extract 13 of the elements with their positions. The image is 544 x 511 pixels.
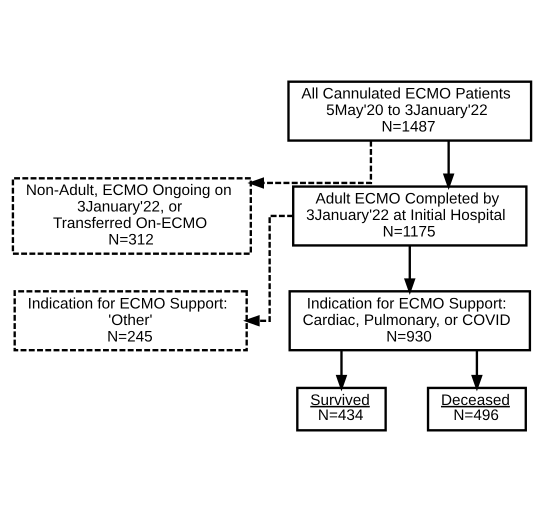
node-box: All Cannulated ECMO Patients 5May'20 to 3January'22 N=1487 xyxy=(287,80,532,142)
arrow xyxy=(247,140,372,188)
arrow xyxy=(471,350,483,391)
node-box: Indication for ECMO Support: Cardiac, Pulmonary, or COVID N=930 xyxy=(288,290,532,351)
arrow xyxy=(404,245,416,294)
node-box: Adult ECMO Completed by 3January'22 at Initial Hospital N=1175 xyxy=(292,184,528,246)
node-box: Survived N=434 xyxy=(296,386,387,431)
node-box: Deceased N=496 xyxy=(426,386,527,431)
node-box: Indication for ECMO Support: 'Other' N=245 xyxy=(14,290,248,351)
arrow xyxy=(243,214,294,326)
arrow xyxy=(336,350,348,391)
node-box: Non-Adult, ECMO Ongoing on 3January'22, or Transferred On-ECMO N=312 xyxy=(12,176,252,254)
arrow xyxy=(442,140,454,190)
